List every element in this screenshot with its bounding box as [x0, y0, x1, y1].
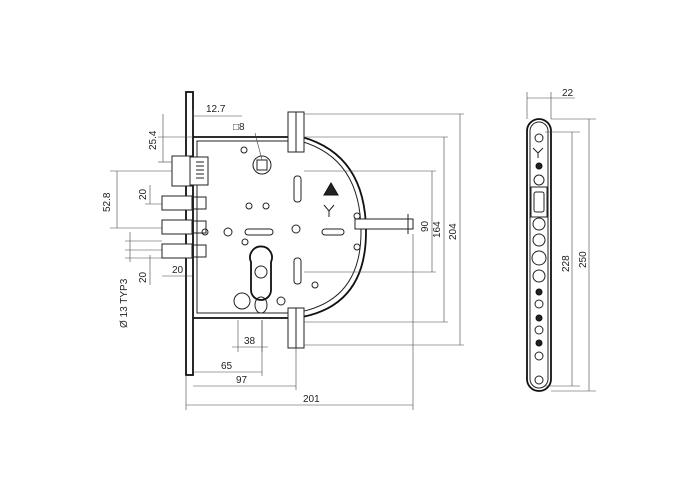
bolt-hole [532, 269, 546, 283]
latch-opening [530, 186, 548, 218]
side-rod [354, 218, 414, 230]
dim-65-label: 65 [221, 361, 233, 372]
triangle-logo-icon [323, 182, 339, 196]
screw-hole [534, 133, 544, 143]
hole [311, 281, 319, 289]
body-inner-outline [196, 140, 362, 314]
square-spindle-hole [256, 159, 268, 171]
slot-horizontal-1 [244, 228, 274, 236]
round-hole [534, 351, 544, 361]
dim-25-4-label: 25.4 [148, 130, 159, 150]
dim-164-label: 164 [432, 221, 443, 238]
brand-logo-icon [532, 147, 544, 158]
dimension-line [254, 132, 263, 161]
dim-38-label: 38 [244, 336, 256, 347]
hole [291, 224, 301, 234]
brand-logo-icon [323, 204, 335, 217]
hole [241, 238, 249, 246]
dim-22-label: 22 [562, 88, 574, 99]
faceplate-dimensions: 22 228 250 [526, 88, 596, 392]
hole [223, 227, 233, 237]
lock-body [161, 91, 414, 376]
dot-hole [535, 339, 543, 347]
dim-20-horizontal-label: 20 [172, 265, 184, 276]
screw-hole [534, 375, 544, 385]
bolt-hole [531, 250, 547, 266]
dim-12-7-label: 12.7 [206, 104, 226, 115]
faceplate-outline [526, 118, 552, 392]
latch-spring [196, 161, 204, 179]
dim-228-label: 228 [561, 255, 572, 272]
hole [276, 296, 286, 306]
bolt-hole [532, 217, 546, 231]
bolt-hole [532, 233, 546, 247]
round-hole [534, 299, 544, 309]
hole [240, 146, 248, 154]
round-hole [534, 325, 544, 335]
dim-52-8-label: 52.8 [102, 192, 113, 212]
dim-90-label: 90 [420, 220, 431, 232]
bolt-1-tail [191, 196, 207, 210]
slot-upper [293, 175, 302, 203]
dot-hole [535, 162, 543, 170]
hole [245, 202, 253, 210]
main-view-dimensions: 12.7 □8 25.4 52.8 20 20 Ø 13 TYP3 20 [102, 104, 464, 410]
slot-lower [293, 257, 302, 285]
bolt-2 [161, 219, 193, 235]
bolt-3 [161, 243, 193, 259]
hole-large [233, 292, 251, 310]
cylinder-cam [254, 296, 268, 314]
spindle-boss [252, 155, 272, 175]
cylinder-bore [254, 265, 268, 279]
body-outline [193, 136, 367, 319]
dim-20-lower-label: 20 [138, 271, 149, 283]
dim-204-label: 204 [448, 223, 459, 240]
hole [201, 228, 209, 236]
dim-97-label: 97 [236, 375, 248, 386]
hole [353, 212, 361, 220]
bolt-1 [161, 195, 193, 211]
bolt-2-tail [191, 220, 207, 234]
dot-hole [535, 288, 543, 296]
dot-hole [535, 314, 543, 322]
bolt-3-tail [191, 244, 207, 258]
hole [353, 243, 361, 251]
dim-square-8-label: □8 [233, 122, 245, 133]
slot-horizontal-2 [321, 228, 345, 236]
latch-bolt [171, 155, 193, 187]
cylinder-cutout [249, 245, 273, 301]
dim-20-upper-label: 20 [138, 188, 149, 200]
latch-housing [189, 156, 209, 186]
round-hole [533, 174, 545, 186]
dim-diameter-13-label: Ø 13 TYP3 [119, 278, 130, 328]
dim-250-label: 250 [578, 251, 589, 268]
hole [262, 202, 270, 210]
dim-201-label: 201 [303, 394, 320, 405]
faceplate-view [526, 118, 552, 392]
latch-tongue [533, 191, 545, 213]
faceplate-inner [529, 121, 549, 389]
